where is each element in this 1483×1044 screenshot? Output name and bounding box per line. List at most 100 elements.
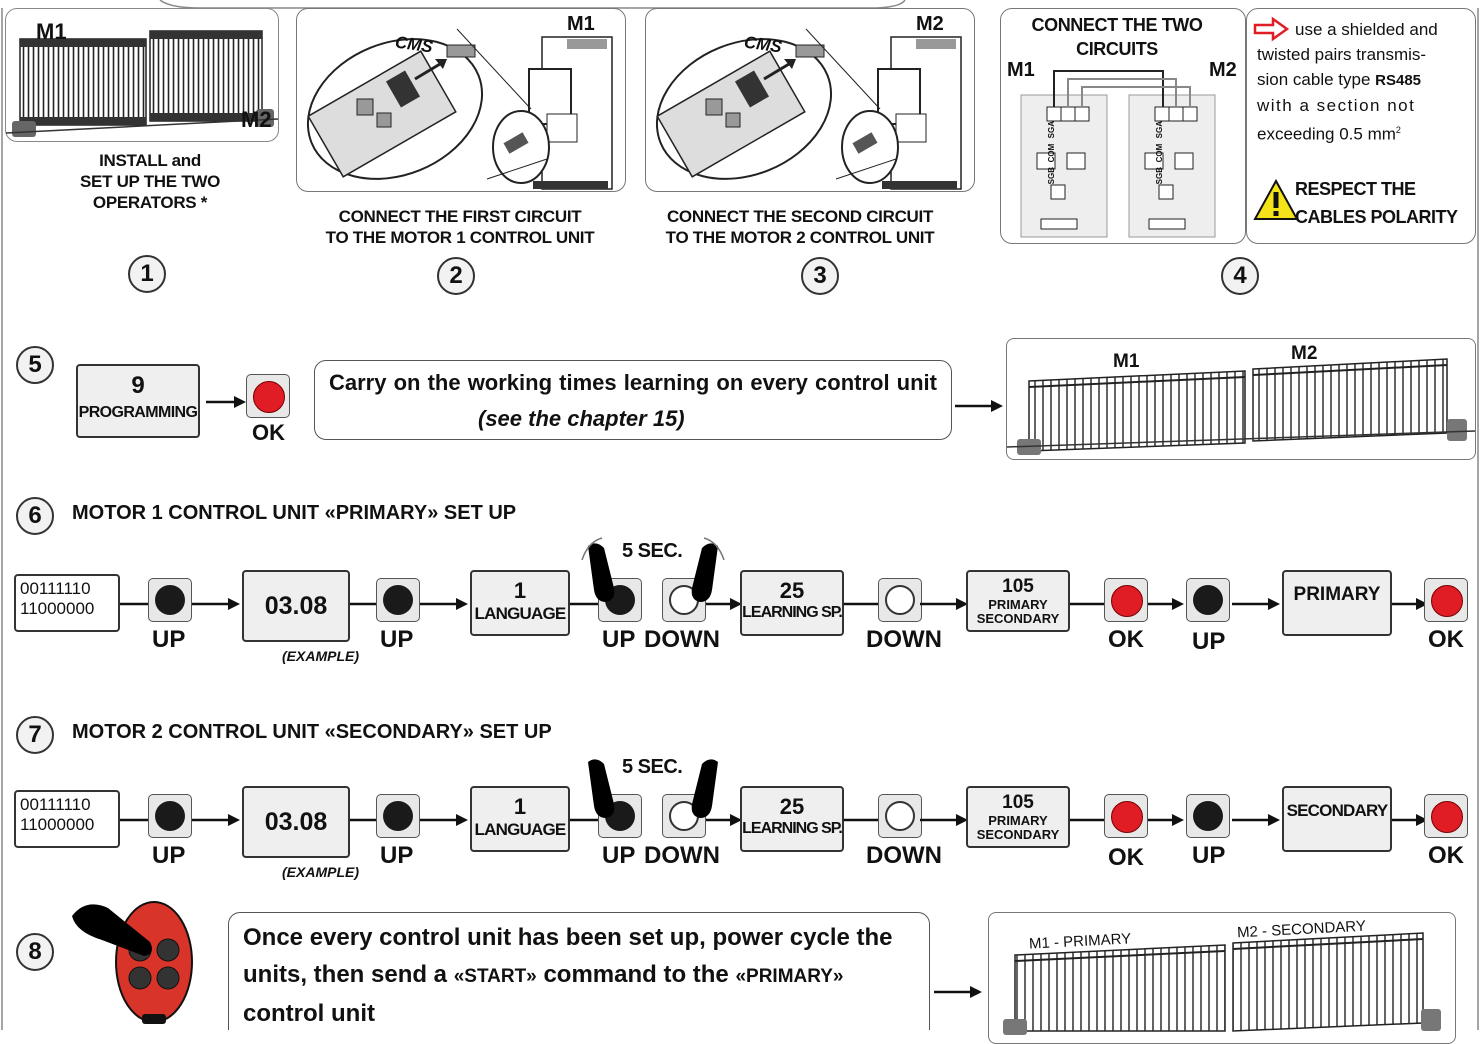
- arrow-icon: [206, 396, 246, 408]
- down-button[interactable]: [878, 794, 922, 838]
- five-sec-label: 5 SEC.: [622, 540, 683, 562]
- learning-label: LEARNING SP.: [742, 604, 843, 621]
- binary-line2: 11000000: [20, 599, 95, 618]
- firmware-version-display: 03.08: [242, 786, 350, 858]
- step5-text: Carry on the working times learning on e…: [329, 370, 937, 395]
- step6-title: MOTOR 1 CONTROL UNIT «PRIMARY» SET UP: [72, 502, 517, 524]
- binary-line2: 11000000: [20, 815, 95, 834]
- primary-secondary-display: 105 PRIMARY SECONDARY: [966, 786, 1070, 848]
- remote-control-icon: [72, 901, 193, 1024]
- connector-line: [350, 602, 380, 606]
- step4-note-box: use a shielded and twisted pairs transmi…: [1246, 8, 1476, 244]
- up-button[interactable]: [376, 794, 420, 838]
- down-label: DOWN: [644, 842, 720, 869]
- warning-line2: CABLES POLARITY: [1295, 207, 1458, 227]
- note-line2: twisted pairs transmis-: [1257, 45, 1427, 64]
- step3-caption-line1: CONNECT THE SECOND CIRCUIT: [666, 207, 934, 226]
- step4-note-text: use a shielded and twisted pairs transmi…: [1257, 17, 1469, 147]
- language-label: LANGUAGE: [474, 820, 567, 839]
- ok-label: OK: [1108, 844, 1144, 871]
- ok-button[interactable]: [1104, 794, 1148, 838]
- black-button-icon: [383, 585, 413, 615]
- step5-text-italic: (see the chapter 15): [474, 406, 689, 432]
- step5-instruction: Carry on the working times learning on e…: [314, 360, 952, 440]
- red-button-icon: [1111, 801, 1143, 833]
- ok-label: OK: [252, 420, 285, 445]
- step5-programming-display: 9 PROGRAMMING: [76, 364, 200, 438]
- step2-number: 2: [437, 257, 475, 295]
- connector-line: [350, 818, 380, 822]
- ok-label: OK: [1428, 626, 1464, 653]
- arrow-icon: [706, 598, 742, 610]
- hand-pointer-icon: [588, 543, 615, 602]
- note-line5-wrap: exceeding 0.5 mm2: [1257, 118, 1469, 147]
- terminal-sga: SGA: [1155, 121, 1164, 139]
- up-button[interactable]: [1186, 794, 1230, 838]
- arrow-icon: [1232, 814, 1280, 826]
- ok-button[interactable]: [246, 374, 290, 418]
- ok-button[interactable]: [1424, 578, 1468, 622]
- step8-gate-illustration: M1 - PRIMARY M2 - SECONDARY: [988, 912, 1456, 1044]
- black-button-icon: [1193, 801, 1223, 831]
- step4-title-line2: CIRCUITS: [1076, 39, 1158, 59]
- step1-gate-illustration: M1 M2: [5, 8, 279, 142]
- white-button-icon: [885, 801, 915, 831]
- step5-m1-label: M1: [1113, 351, 1140, 372]
- step4-terminals-right: SGB COM SGA: [1155, 121, 1164, 184]
- step2-caption-line2: TO THE MOTOR 1 CONTROL UNIT: [325, 228, 595, 247]
- step4-number: 4: [1221, 257, 1259, 295]
- step8-instruction: Once every control unit has been set up,…: [228, 912, 930, 1030]
- ok-button[interactable]: [1104, 578, 1148, 622]
- step1-m2-label: M2: [241, 107, 272, 132]
- red-button-icon: [1111, 585, 1143, 617]
- ok-label: OK: [1108, 626, 1144, 653]
- down-button[interactable]: [878, 578, 922, 622]
- connector-line: [120, 818, 150, 822]
- step5-number: 5: [16, 346, 54, 384]
- step4-terminals-left: SGB COM SGA: [1047, 121, 1056, 184]
- step1-number: 1: [128, 255, 166, 293]
- note-line5: exceeding 0.5 mm: [1257, 124, 1396, 144]
- step1-caption: INSTALL and SET UP THE TWO OPERATORS *: [30, 150, 270, 213]
- learning-speed-display: 25 LEARNING SP.: [740, 786, 844, 852]
- terminal-sgb: SGB: [1047, 167, 1056, 185]
- warning-triangle-icon: [1253, 178, 1299, 220]
- step5-gate-illustration: M1 M2: [1006, 338, 1476, 460]
- step2-caption: CONNECT THE FIRST CIRCUIT TO THE MOTOR 1…: [296, 206, 624, 248]
- binary-line1: 00111110: [20, 795, 91, 814]
- up-button[interactable]: [148, 794, 192, 838]
- note-line1: use a shielded and: [1295, 20, 1438, 39]
- up-label: UP: [152, 842, 186, 869]
- language-display: 1 LANGUAGE: [470, 786, 570, 852]
- step8-text-a: Once every control unit has been set up,…: [243, 924, 893, 988]
- step3-board-illustration: CMS M2: [645, 8, 975, 192]
- primary-result-display: PRIMARY: [1282, 570, 1392, 636]
- black-button-icon: [1193, 585, 1223, 615]
- step5-m2-label: M2: [1291, 343, 1318, 364]
- up-button[interactable]: [1186, 578, 1230, 622]
- ok-label: OK: [1428, 842, 1464, 869]
- red-button-icon: [253, 381, 285, 413]
- arrow-icon: [1148, 598, 1184, 610]
- ok-button[interactable]: [1424, 794, 1468, 838]
- arrow-icon: [192, 814, 240, 826]
- learning-number: 25: [779, 794, 805, 819]
- step3-caption: CONNECT THE SECOND CIRCUIT TO THE MOTOR …: [640, 206, 960, 248]
- step1-caption-line1: INSTALL and: [99, 151, 201, 170]
- arrow-icon: [1392, 598, 1428, 610]
- step3-motor-label: M2: [916, 13, 944, 35]
- up-button[interactable]: [376, 578, 420, 622]
- black-button-icon: [155, 585, 185, 615]
- firmware-version-display: 03.08: [242, 570, 350, 642]
- arrow-icon: [1392, 814, 1428, 826]
- step1-caption-line2: SET UP THE TWO: [80, 172, 220, 191]
- step8-number: 8: [16, 933, 54, 971]
- step7-title: MOTOR 2 CONTROL UNIT «SECONDARY» SET UP: [72, 721, 552, 743]
- mode-label-secondary: SECONDARY: [976, 611, 1060, 626]
- red-button-icon: [1431, 801, 1463, 833]
- step8-primary: «PRIMARY»: [735, 966, 844, 987]
- up-button[interactable]: [148, 578, 192, 622]
- version-value: 03.08: [264, 808, 328, 836]
- step1-m1-label: M1: [36, 19, 67, 44]
- black-button-icon: [155, 801, 185, 831]
